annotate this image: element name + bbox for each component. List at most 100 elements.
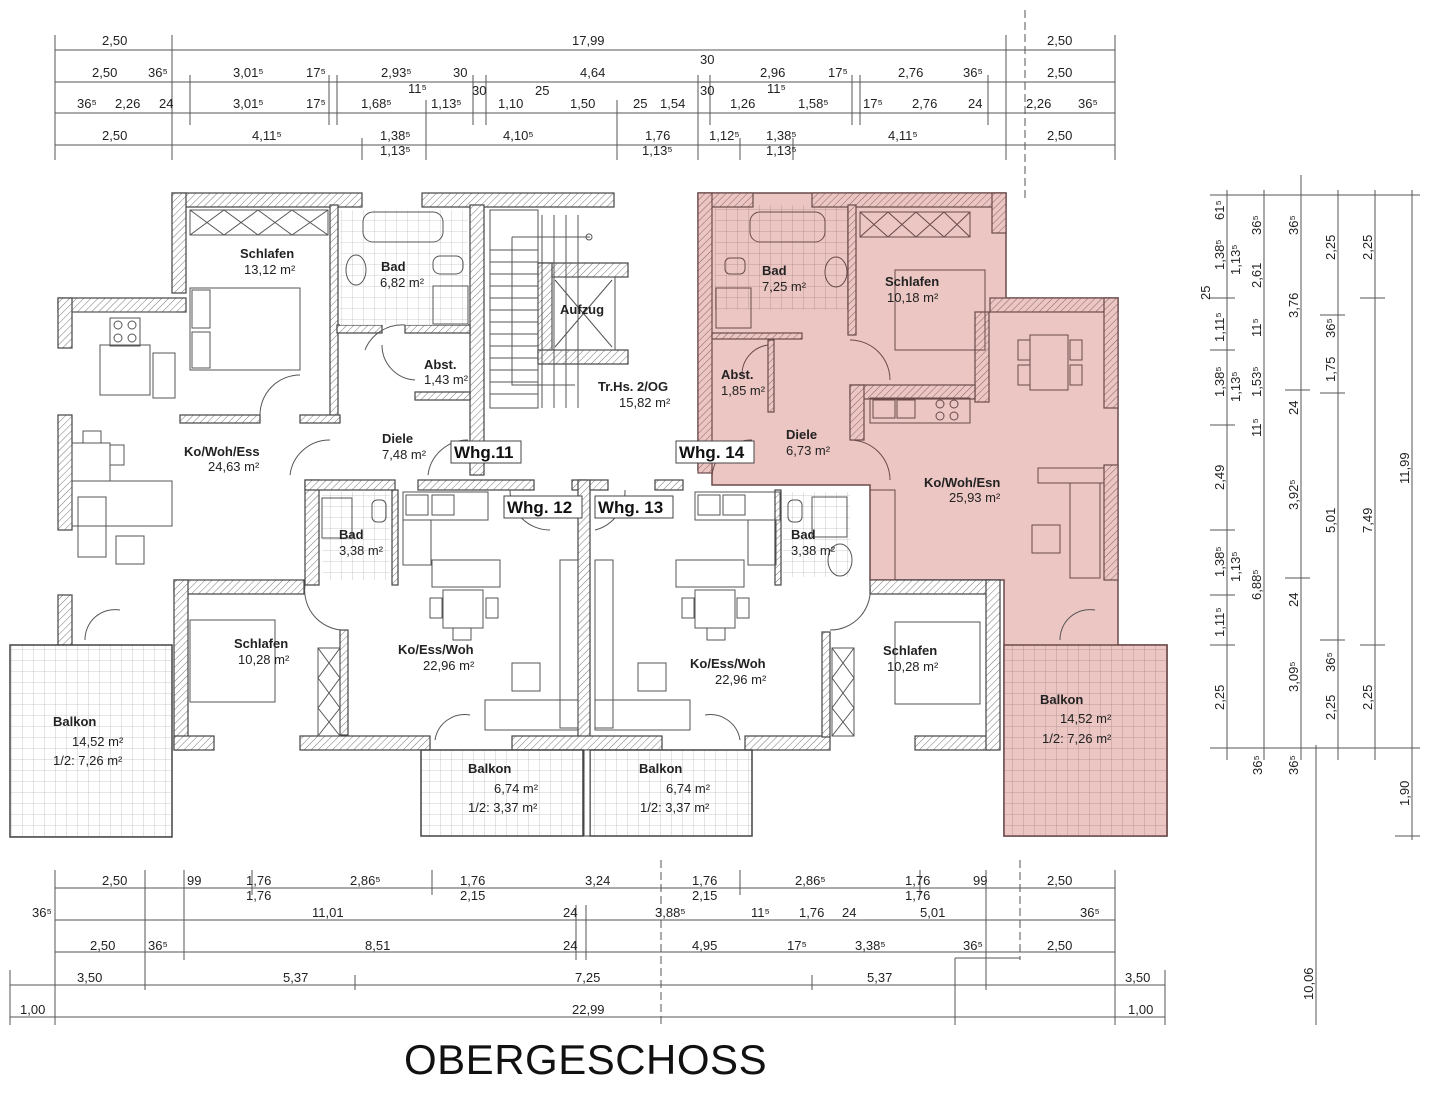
svg-text:5,37: 5,37 [283,970,308,985]
svg-text:Tr.Hs. 2/OG: Tr.Hs. 2/OG [598,379,668,394]
svg-text:24,63 m²: 24,63 m² [208,459,260,474]
svg-text:2,50: 2,50 [1047,938,1072,953]
svg-text:22,96 m²: 22,96 m² [423,658,475,673]
svg-text:36⁵: 36⁵ [1250,755,1265,775]
svg-text:1,13⁵: 1,13⁵ [1228,371,1243,402]
svg-text:4,95: 4,95 [692,938,717,953]
tiled-floors [9,210,850,838]
svg-text:1,76: 1,76 [692,873,717,888]
svg-text:2,86⁵: 2,86⁵ [795,873,826,888]
svg-text:Bad: Bad [381,259,406,274]
svg-text:1/2: 7,26 m²: 1/2: 7,26 m² [53,753,123,768]
room-aufzug: Aufzug [560,302,604,317]
svg-text:11⁵: 11⁵ [1249,418,1264,437]
svg-text:10,18 m²: 10,18 m² [887,290,939,305]
svg-text:17⁵: 17⁵ [787,938,807,953]
svg-text:Balkon: Balkon [1040,692,1083,707]
svg-text:7,49: 7,49 [1360,508,1375,533]
svg-text:24: 24 [968,96,982,111]
svg-text:Diele: Diele [786,427,817,442]
svg-text:2,50: 2,50 [102,873,127,888]
svg-text:1,00: 1,00 [1128,1002,1153,1017]
svg-text:1,68⁵: 1,68⁵ [361,96,392,111]
room-abst-whg14: Abst.1,85 m² [721,367,766,398]
svg-text:10,28 m²: 10,28 m² [887,659,939,674]
svg-text:Ko/Ess/Woh: Ko/Ess/Woh [398,642,474,657]
svg-text:2,25: 2,25 [1360,685,1375,710]
svg-text:Abst.: Abst. [721,367,754,382]
svg-text:17⁵: 17⁵ [863,96,883,111]
svg-text:2,86⁵: 2,86⁵ [350,873,381,888]
svg-text:2,50: 2,50 [1047,873,1072,888]
svg-text:3,76: 3,76 [1286,293,1301,318]
svg-text:Schlafen: Schlafen [240,246,294,261]
dimension-lines-top [54,10,1116,200]
svg-text:13,12 m²: 13,12 m² [244,262,296,277]
svg-text:2,76: 2,76 [898,65,923,80]
svg-text:1/2: 7,26 m²: 1/2: 7,26 m² [1042,731,1112,746]
unit-label-whg14: Whg. 14 [679,443,745,462]
svg-text:1,58⁵: 1,58⁵ [798,96,829,111]
svg-text:5,01: 5,01 [920,905,945,920]
svg-text:1,76: 1,76 [460,873,485,888]
furniture [71,209,981,737]
svg-text:1,38⁵: 1,38⁵ [1212,239,1227,270]
svg-text:2,50: 2,50 [1047,65,1072,80]
svg-text:1,13⁵: 1,13⁵ [1228,244,1243,275]
svg-text:Bad: Bad [339,527,364,542]
svg-text:1,38⁵: 1,38⁵ [1212,546,1227,577]
svg-text:Schlafen: Schlafen [885,274,939,289]
svg-text:24: 24 [1286,593,1301,607]
svg-text:2,15: 2,15 [692,888,717,903]
svg-text:1,50: 1,50 [570,96,595,111]
svg-text:14,52 m²: 14,52 m² [72,734,124,749]
svg-text:11⁵: 11⁵ [408,81,427,96]
svg-text:7,25: 7,25 [575,970,600,985]
svg-text:4,64: 4,64 [580,65,605,80]
svg-text:1,90: 1,90 [1397,781,1412,806]
svg-text:10,28 m²: 10,28 m² [238,652,290,667]
svg-text:Ko/Ess/Woh: Ko/Ess/Woh [690,656,766,671]
svg-text:36⁵: 36⁵ [1249,215,1264,235]
svg-text:2,50: 2,50 [90,938,115,953]
svg-text:36⁵: 36⁵ [148,65,168,80]
svg-text:11⁵: 11⁵ [1249,318,1264,337]
svg-text:2,25: 2,25 [1323,695,1338,720]
svg-text:2,50: 2,50 [102,128,127,143]
unit-label-whg12: Whg. 12 [507,498,572,517]
unit-labels: Whg.11 Whg. 12 Whg. 13 Whg. 14 [450,440,755,519]
dimension-labels-bottom: 2,50 99 1,76 2,86⁵ 1,76 3,24 1,76 2,86⁵ … [20,873,1153,1017]
svg-text:3,38 m²: 3,38 m² [791,543,836,558]
svg-text:2,25: 2,25 [1323,235,1338,260]
svg-text:3,92⁵: 3,92⁵ [1286,479,1301,510]
svg-text:6,82 m²: 6,82 m² [380,275,425,290]
svg-text:1,13⁵: 1,13⁵ [1228,551,1243,582]
svg-text:1,38⁵: 1,38⁵ [766,128,797,143]
svg-text:36⁵: 36⁵ [963,65,983,80]
svg-text:1,12⁵: 1,12⁵ [709,128,740,143]
svg-text:5,01: 5,01 [1323,508,1338,533]
svg-text:Bad: Bad [791,527,816,542]
svg-text:2,50: 2,50 [1047,128,1072,143]
svg-text:2,26: 2,26 [1026,96,1051,111]
svg-text:1,38⁵: 1,38⁵ [1212,366,1227,397]
svg-text:3,01⁵: 3,01⁵ [233,96,264,111]
svg-text:24: 24 [563,905,577,920]
svg-text:6,74 m²: 6,74 m² [666,781,711,796]
svg-text:2,25: 2,25 [1212,685,1227,710]
svg-text:1,76: 1,76 [799,905,824,920]
svg-text:25: 25 [1198,286,1213,300]
svg-text:17⁵: 17⁵ [306,96,326,111]
svg-text:17⁵: 17⁵ [828,65,848,80]
svg-text:1,76: 1,76 [246,888,271,903]
svg-text:3,38 m²: 3,38 m² [339,543,384,558]
svg-text:22,96 m²: 22,96 m² [715,672,767,687]
svg-text:1,10: 1,10 [498,96,523,111]
